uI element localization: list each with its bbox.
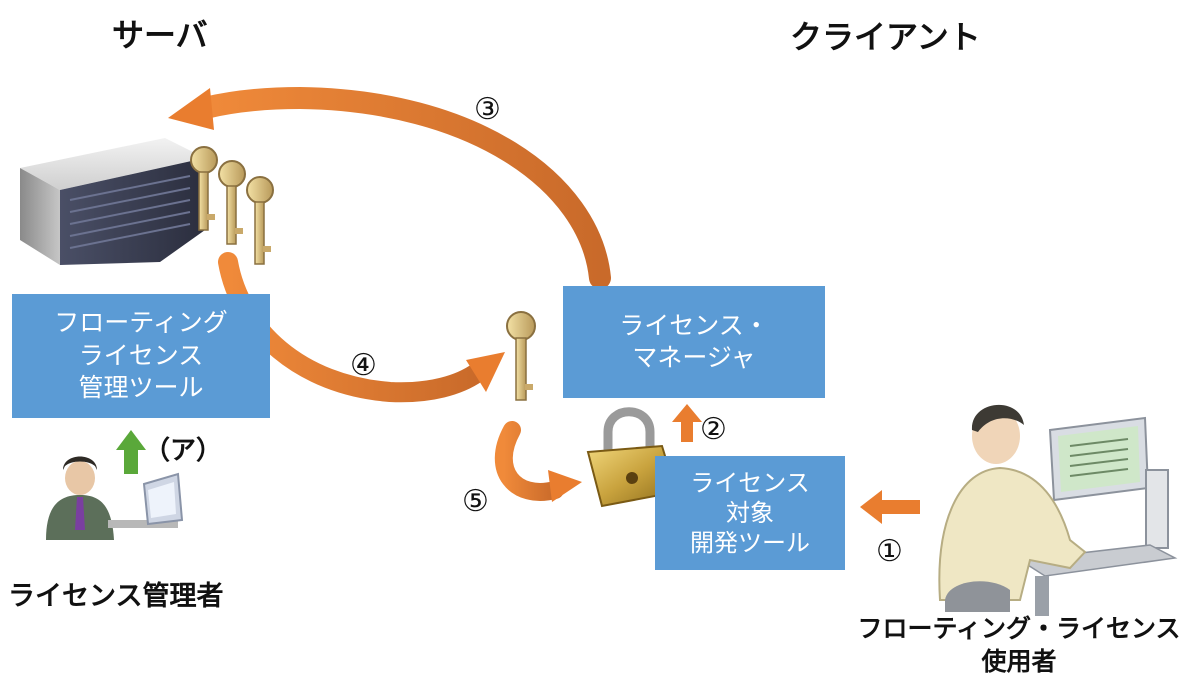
license-manager-line1: ライセンス・ (619, 310, 769, 340)
target-tool-line2: 対象 (726, 499, 774, 527)
floating-license-tool-box: フローティング ライセンス 管理ツール (12, 294, 270, 418)
padlock-icon (586, 407, 678, 508)
floating-tool-line2: ライセンス (78, 340, 204, 370)
step-5-label: ⑤ (462, 484, 489, 519)
target-tool-line1: ライセンス (690, 469, 810, 497)
admin-label: ライセンス管理者 (8, 581, 224, 612)
step-2-label: ② (700, 412, 727, 447)
step-1-label: ① (876, 534, 903, 569)
user-person-icon (938, 404, 1178, 616)
client-heading: クライアント (790, 18, 981, 56)
user-label-line2: 使用者 (981, 647, 1057, 676)
arrow-step1 (860, 490, 920, 524)
keys-icon (190, 146, 274, 265)
user-label: フローティング・ライセンス 使用者 (836, 612, 1202, 678)
target-tool-line3: 開発ツール (690, 529, 810, 557)
arrow-step5 (494, 421, 582, 502)
key-icon (506, 311, 536, 401)
step-3-label: ③ (474, 92, 501, 127)
user-label-line1: フローティング・ライセンス (857, 614, 1181, 643)
server-heading: サーバ (112, 16, 208, 54)
server-icon (20, 138, 205, 265)
step-4-label: ④ (350, 348, 377, 383)
arrow-a (116, 430, 146, 474)
floating-tool-line3: 管理ツール (78, 373, 204, 403)
target-tool-box: ライセンス 対象 開発ツール (655, 456, 845, 570)
floating-tool-line1: フローティング (54, 308, 228, 338)
arrow-step3 (168, 86, 611, 289)
arrow-step2 (672, 404, 702, 442)
admin-person-icon (46, 456, 184, 540)
license-manager-box: ライセンス・ マネージャ (563, 286, 825, 398)
license-manager-line2: マネージャ (632, 343, 756, 372)
step-a-label: （ア） (144, 436, 223, 466)
